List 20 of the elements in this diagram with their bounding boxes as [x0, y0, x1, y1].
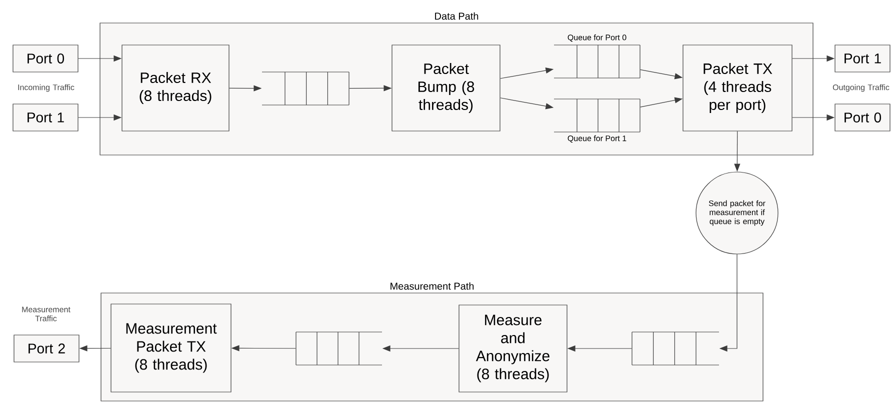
port-box: Port 1 — [834, 44, 890, 72]
queue-caption: Queue for Port 0 — [568, 34, 626, 42]
process-box: Packet TX (4 threads per port) — [682, 44, 792, 132]
port-box: Port 2 — [14, 334, 80, 362]
port-box: Port 0 — [834, 104, 890, 132]
group-title: Data Path — [435, 12, 478, 20]
traffic-label: Outgoing Traffic — [832, 84, 890, 92]
traffic-label: Measurement Traffic — [22, 306, 70, 322]
port-box: Port 0 — [12, 44, 78, 72]
port-box: Port 1 — [12, 104, 78, 132]
traffic-label: Incoming Traffic — [18, 84, 74, 92]
process-box: Packet RX (8 threads) — [122, 44, 230, 132]
process-box: Measurement Packet TX (8 threads) — [110, 304, 232, 392]
queue-drawing — [262, 72, 350, 106]
process-box: Packet Bump (8 threads) — [392, 44, 500, 132]
queue-drawing — [632, 332, 720, 366]
queue-caption: Queue for Port 1 — [568, 135, 626, 143]
queue-drawing — [296, 332, 382, 366]
group-title: Measurement Path — [390, 282, 474, 290]
process-box: Measure and Anonymize (8 threads) — [458, 304, 568, 392]
